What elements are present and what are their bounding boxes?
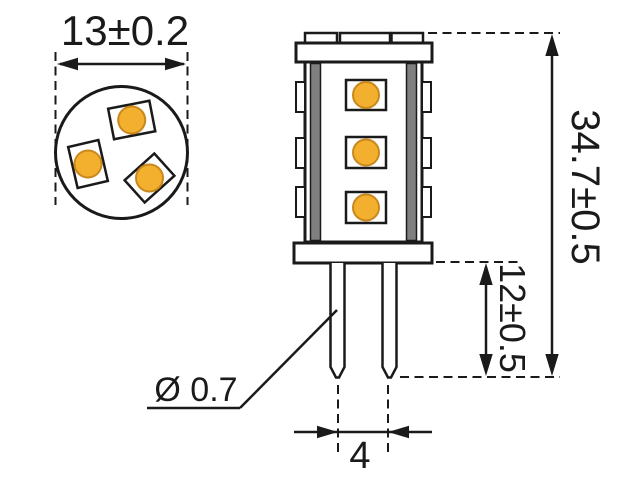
arrowhead-up-icon <box>545 34 559 56</box>
metal-strip-left <box>309 62 322 242</box>
overall-height-label: 34.7±0.5 <box>563 109 607 264</box>
led-die-icon <box>352 138 380 167</box>
arrowhead-down-icon <box>479 354 493 376</box>
top-diameter-label: 13±0.2 <box>61 7 189 54</box>
arrowhead-up-icon <box>479 263 493 285</box>
led-die-icon <box>117 105 147 135</box>
leader-line <box>239 309 338 409</box>
led-die-icon <box>135 163 164 193</box>
dim-top-diameter: 13±0.2 <box>57 7 189 71</box>
arrowhead-down-icon <box>545 354 559 376</box>
led-chip-front-1 <box>344 78 388 112</box>
pin-diameter-label: Ø 0.7 <box>154 371 237 409</box>
arrowhead-right-icon <box>317 425 338 439</box>
metal-strip-right <box>405 62 418 242</box>
dim-pin-length: 12±0.5 <box>436 261 533 376</box>
dim-overall-height: 34.7±0.5 <box>400 32 607 378</box>
arrowhead-right-icon <box>165 57 186 71</box>
arrowhead-left-icon <box>57 57 78 71</box>
led-chip-front-2 <box>344 135 388 170</box>
led-chip-bottom-right <box>122 151 177 205</box>
side-led-edge <box>421 186 432 218</box>
side-view <box>292 31 434 379</box>
side-led-edge <box>295 186 306 218</box>
led-die-icon <box>352 81 380 109</box>
pin-length-label: 12±0.5 <box>492 263 533 373</box>
led-die-icon <box>73 149 103 179</box>
pin-diameter-callout: Ø 0.7 <box>147 309 338 410</box>
dim-pin-pitch: 4 <box>294 385 432 477</box>
pin-right <box>381 263 398 379</box>
top-cap <box>294 41 434 64</box>
led-chip-top <box>106 99 157 141</box>
arrowhead-left-icon <box>388 425 409 439</box>
led-die-icon <box>352 193 380 222</box>
led-chip-left <box>66 138 110 190</box>
bottom-cap <box>292 241 434 265</box>
top-view: 13±0.2 <box>54 7 189 220</box>
side-led-edge <box>295 81 306 113</box>
pin-pitch-label: 4 <box>349 435 370 477</box>
side-led-edge <box>421 137 432 169</box>
led-chip-front-3 <box>344 190 388 225</box>
side-led-edge <box>295 137 306 169</box>
side-led-edge <box>421 81 432 113</box>
pin-left <box>329 263 346 379</box>
